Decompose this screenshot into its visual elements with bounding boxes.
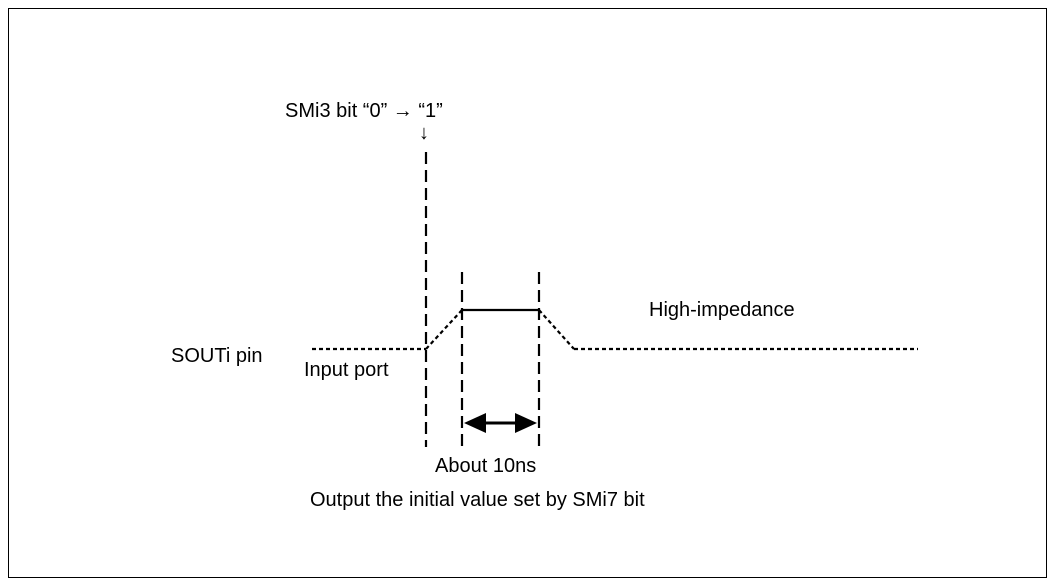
- duration-arrow-left-head: [464, 413, 486, 433]
- rising-edge-signal: [425, 309, 463, 350]
- high-impedance-label: High-impedance: [649, 299, 795, 321]
- input-port-label: Input port: [304, 359, 389, 381]
- trigger-label: SMi3 bit “0” → “1”: [285, 100, 443, 122]
- pin-label: SOUTi pin: [171, 345, 263, 367]
- trigger-arrow-icon: ↓: [419, 122, 429, 144]
- falling-edge-signal: [538, 309, 575, 350]
- caption: Output the initial value set by SMi7 bit: [310, 489, 645, 511]
- duration-label: About 10ns: [435, 455, 537, 477]
- duration-arrow-right-head: [515, 413, 537, 433]
